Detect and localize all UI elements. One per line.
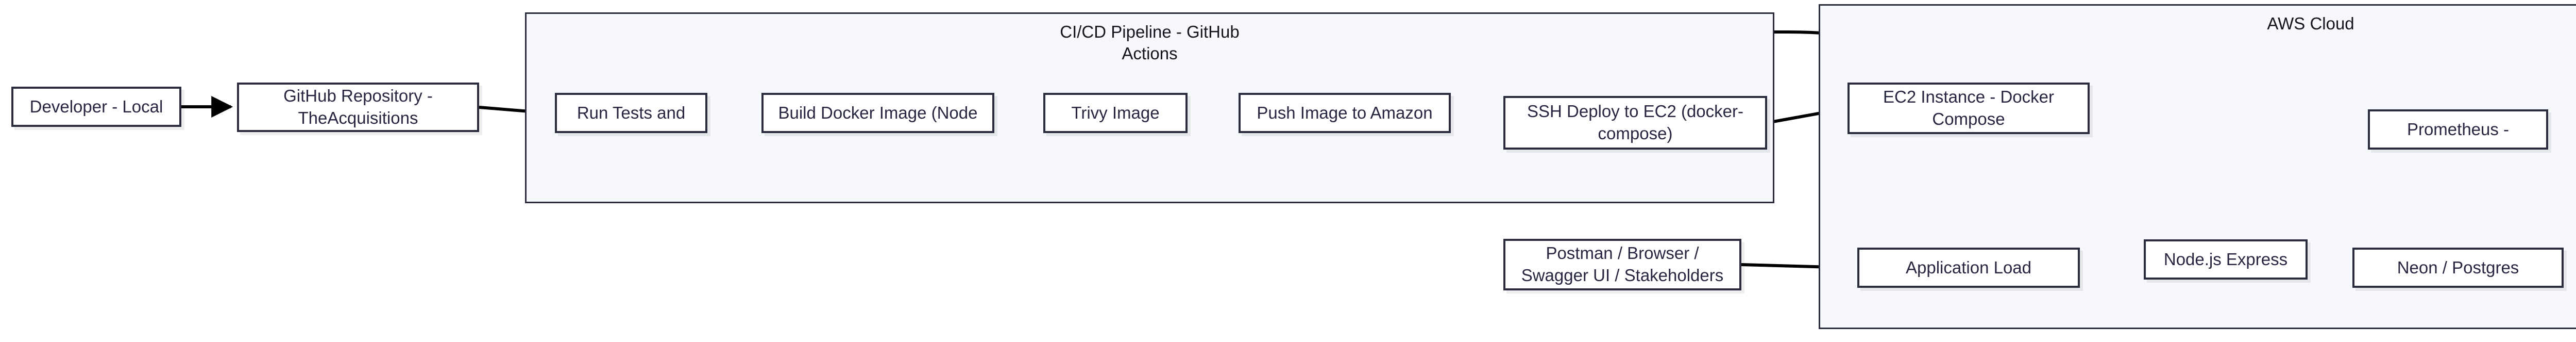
node-nodejs-express-api[interactable]: Node.js Express [2144,239,2308,280]
node-ssh-deploy-ec2-label: SSH Deploy to EC2 (docker- compose) [1527,102,1743,143]
node-build-docker-image[interactable]: Build Docker Image (Node [761,93,994,133]
node-run-tests-label: Run Tests and [577,103,686,122]
node-developer-local[interactable]: Developer - Local [11,87,181,127]
node-build-docker-image-label: Build Docker Image (Node [778,103,978,122]
node-neon-postgres-db-label: Neon / Postgres [2397,257,2519,277]
node-ec2-instance[interactable]: EC2 Instance - Docker Compose [1848,83,2090,134]
node-ec2-instance-label: EC2 Instance - Docker Compose [1883,87,2054,128]
node-push-image-amazon[interactable]: Push Image to Amazon [1239,93,1451,133]
node-github-repository[interactable]: GitHub Repository - TheAcquisitions [237,83,479,132]
node-trivy-image-scan[interactable]: Trivy Image [1043,93,1188,133]
node-prometheus-label: Prometheus - [2406,119,2510,139]
node-push-image-amazon-label: Push Image to Amazon [1257,103,1433,122]
cluster-cicd-pipeline-label: CI/CD Pipeline - GitHub Actions [1060,22,1240,63]
node-neon-postgres-db[interactable]: Neon / Postgres [2352,248,2564,288]
node-prometheus[interactable]: Prometheus - [2368,109,2548,150]
node-github-repository-label: GitHub Repository - TheAcquisitions [283,86,433,127]
cluster-aws-cloud-label: AWS Cloud [2267,14,2354,33]
node-application-load-balancer-label: Application Load [1905,257,2032,277]
node-nodejs-express-api-label: Node.js Express [2163,249,2288,269]
node-run-tests[interactable]: Run Tests and [555,93,707,133]
node-developer-local-label: Developer - Local [29,96,163,116]
node-application-load-balancer[interactable]: Application Load [1857,248,2080,288]
node-clients-postman-browser[interactable]: Postman / Browser / Swagger UI / Stakeho… [1503,239,1741,290]
node-ssh-deploy-ec2[interactable]: SSH Deploy to EC2 (docker- compose) [1503,96,1767,150]
node-trivy-image-scan-label: Trivy Image [1071,103,1160,122]
node-clients-postman-browser-label: Postman / Browser / Swagger UI / Stakeho… [1521,243,1724,285]
